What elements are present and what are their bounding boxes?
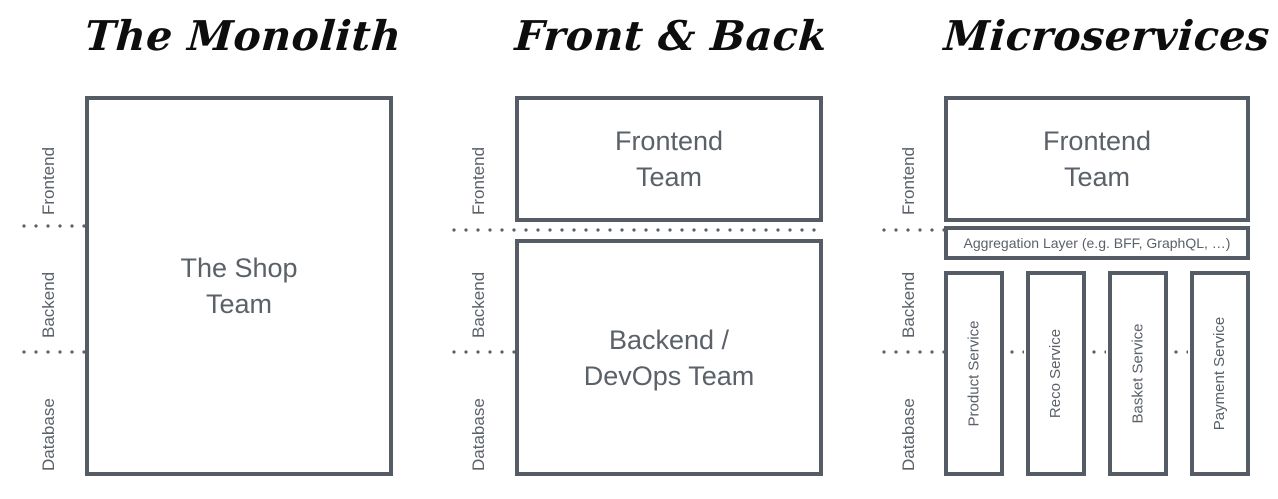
divider-frontback-frontend-backend (448, 228, 823, 232)
axis-label-microservices-frontend: Frontend (899, 146, 918, 215)
divider-microservices-frontend-backend (878, 228, 948, 232)
axis-label-microservices-backend: Backend (899, 271, 918, 338)
box-label: The Shop Team (180, 253, 298, 319)
box-label: Basket Service (1129, 323, 1147, 424)
axis-label-microservices-database: Database (899, 398, 918, 471)
box-frontback-frontend-team[interactable]: Frontend Team (515, 96, 823, 222)
divider-microservices-backend-database (878, 350, 948, 354)
axis-label-frontback-frontend: Frontend (469, 146, 488, 215)
axis-label-frontback-backend: Backend (469, 271, 488, 338)
divider-monolith-backend-database (18, 350, 90, 354)
panel-title-monolith: The Monolith (83, 12, 404, 60)
divider-microservices-backend-database-gap-2 (1088, 350, 1106, 354)
panel-title-microservices: Microservices (942, 12, 1272, 60)
box-label: Frontend Team (614, 126, 724, 192)
box-label: Backend / DevOps Team (583, 324, 755, 391)
divider-frontback-backend-database (448, 350, 520, 354)
box-microservices-basket-service[interactable]: Basket Service (1108, 271, 1168, 476)
box-microservices-frontend-team[interactable]: Frontend Team (944, 96, 1250, 222)
axis-label-monolith-frontend: Frontend (39, 146, 58, 215)
box-label: Product Service (965, 320, 983, 427)
box-label: Reco Service (1047, 328, 1065, 419)
divider-monolith-frontend-backend (18, 224, 90, 228)
box-label: Frontend Team (1042, 126, 1152, 192)
panel-title-front-and-back: Front & Back (513, 12, 829, 60)
box-label: Aggregation Layer (e.g. BFF, GraphQL, …) (963, 235, 1231, 251)
box-microservices-product-service[interactable]: Product Service (944, 271, 1004, 476)
box-label: Payment Service (1211, 316, 1229, 431)
divider-microservices-backend-database-gap-1 (1006, 350, 1024, 354)
box-monolith-shop-team[interactable]: The Shop Team (85, 96, 393, 476)
axis-label-frontback-database: Database (469, 398, 488, 471)
box-microservices-aggregation-layer[interactable]: Aggregation Layer (e.g. BFF, GraphQL, …) (944, 226, 1250, 260)
divider-microservices-backend-database-gap-3 (1170, 350, 1188, 354)
box-microservices-reco-service[interactable]: Reco Service (1026, 271, 1086, 476)
box-frontback-backend-devops-team[interactable]: Backend / DevOps Team (515, 239, 823, 476)
axis-label-monolith-database: Database (39, 398, 58, 471)
box-microservices-payment-service[interactable]: Payment Service (1190, 271, 1250, 476)
axis-label-monolith-backend: Backend (39, 271, 58, 338)
